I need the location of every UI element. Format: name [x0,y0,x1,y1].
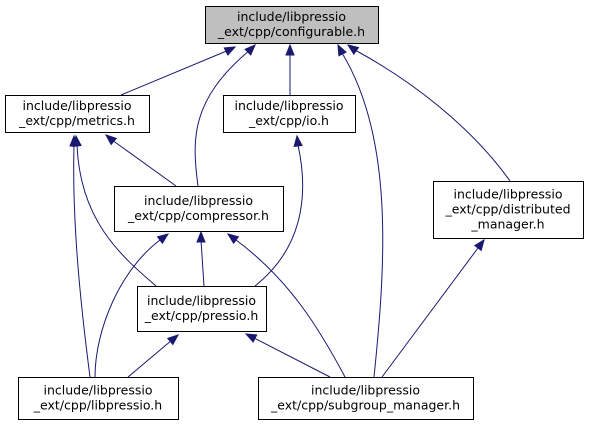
edge-pressio-to-compressor [196,230,206,287]
edges-layer [69,43,511,378]
edge-line [111,139,177,187]
node-label-line: include/libpressio [453,187,562,202]
node-label-line: _ext/cpp/libpressio.h [33,398,162,413]
node-configurable[interactable]: include/libpressio_ext/cpp/configurable.… [205,6,379,44]
node-label-line: _ext/cpp/distributed [445,202,571,217]
nodes-layer: include/libpressio_ext/cpp/configurable.… [5,6,584,420]
node-box [433,181,584,239]
arrowhead-icon [244,333,258,343]
node-label-line: include/libpressio [147,293,256,308]
arrowhead-icon [473,238,485,252]
edge-line [254,144,304,287]
node-label-line: _ext/cpp/metrics.h [18,113,135,128]
edge-compressor-to-configurable [194,44,256,187]
edge-line [200,239,205,287]
arrowhead-icon [346,44,360,55]
node-pressio[interactable]: include/libpressio_ext/cpp/pressio.h [137,286,267,332]
node-label-line: include/libpressio [234,98,343,113]
node-compressor[interactable]: include/libpressio_ext/cpp/compressor.h [114,186,284,232]
edge-line [73,144,91,378]
node-box [137,286,267,332]
edge-subgroup-to-compressor [226,233,346,378]
arrowhead-icon [196,230,206,243]
edge-subgroup-to-distributed [381,238,485,378]
edge-line [127,339,173,378]
edge-line [76,144,157,287]
edge-line [253,337,331,378]
edge-libpressio-to-compressor [94,233,170,378]
node-box [114,186,284,232]
edge-compressor-to-metrics [104,134,177,187]
node-box [5,95,150,133]
node-metrics[interactable]: include/libpressio_ext/cpp/metrics.h [5,95,150,133]
edge-line [94,239,161,378]
node-box [18,377,179,420]
edge-libpressio-to-metrics [69,134,91,378]
arrowhead-icon [293,134,303,147]
node-label-line: _manager.h [470,217,544,232]
node-label-line: include/libpressio [311,383,420,398]
edge-line [120,49,230,96]
arrowhead-icon [285,43,295,56]
node-libpressio[interactable]: include/libpressio_ext/cpp/libpressio.h [18,377,179,420]
edge-line [235,239,346,378]
arrowhead-icon [69,134,79,147]
edge-line [341,52,384,378]
arrowhead-icon [244,44,256,56]
node-box [223,95,356,133]
arrowhead-icon [226,233,240,245]
arrowhead-icon [104,134,118,146]
node-subgroup[interactable]: include/libpressio_ext/cpp/subgroup_mana… [258,377,474,420]
arrowhead-icon [337,43,347,57]
node-label-line: _ext/cpp/pressio.h [144,308,259,323]
node-box [258,377,474,420]
node-label-line: include/libpressio [43,383,152,398]
node-label-line: include/libpressio [22,98,131,113]
edge-subgroup-to-configurable [337,43,384,378]
edge-distributed-to-configurable [346,44,511,182]
edge-subgroup-to-pressio [244,333,331,378]
edge-line [354,49,511,182]
node-label-line: include/libpressio [237,9,346,24]
node-label-line: _ext/cpp/configurable.h [217,24,365,39]
node-label-line: _ext/cpp/compressor.h [127,208,269,223]
edge-line [381,247,479,378]
edge-io-to-configurable [285,43,295,95]
node-box [205,6,379,44]
edge-libpressio-to-pressio [127,334,180,378]
node-label-line: _ext/cpp/subgroup_manager.h [270,398,460,413]
edge-pressio-to-io [254,134,304,287]
edge-metrics-to-configurable [120,46,237,96]
node-label-line: include/libpressio [144,193,253,208]
edge-line [194,49,251,187]
arrowhead-icon [166,334,180,346]
node-label-line: _ext/cpp/io.h [248,113,329,128]
node-distributed[interactable]: include/libpressio_ext/cpp/distributed_m… [433,181,584,239]
node-io[interactable]: include/libpressio_ext/cpp/io.h [223,95,356,133]
arrowhead-icon [156,233,170,245]
arrowhead-icon [223,46,237,56]
